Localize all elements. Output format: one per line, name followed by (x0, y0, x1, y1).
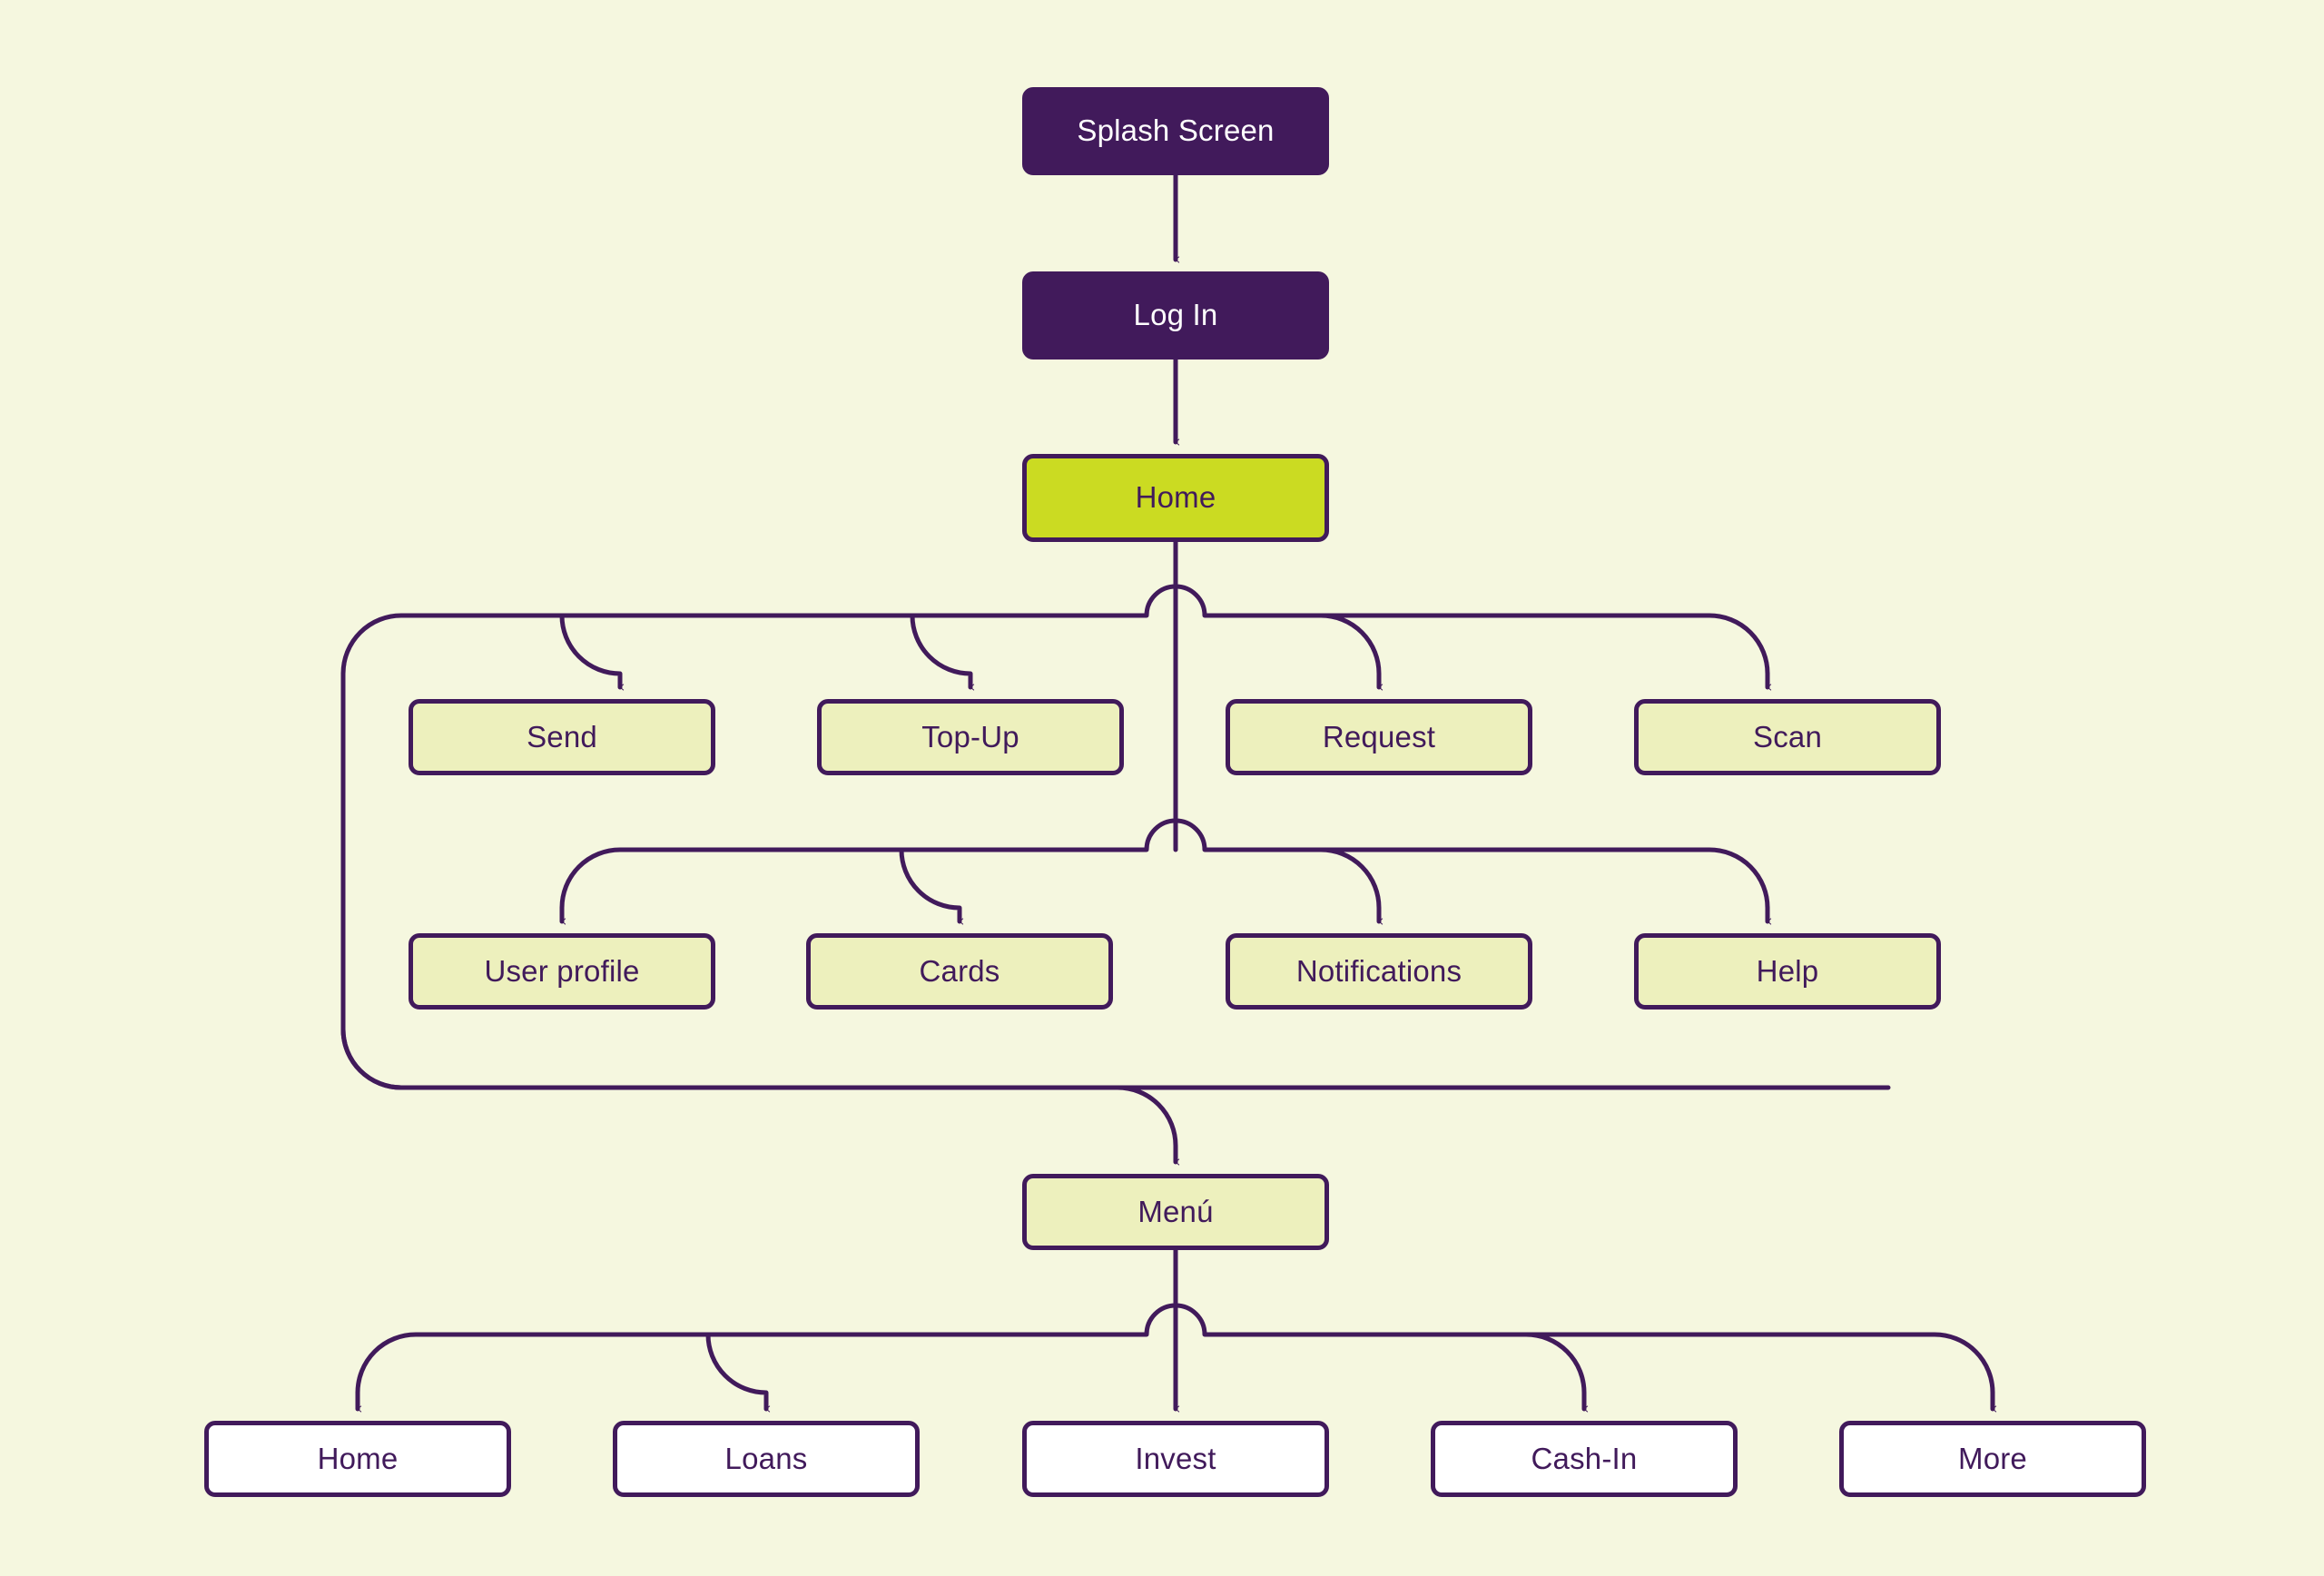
edge-home-bus-row1 (340, 584, 1770, 676)
edge-home-to-topup (910, 613, 975, 691)
node-nav-loans[interactable]: Loans (613, 1421, 920, 1497)
node-nav-home[interactable]: Home (204, 1421, 511, 1497)
node-top-up[interactable]: Top-Up (817, 699, 1124, 775)
node-scan[interactable]: Scan (1634, 699, 1941, 775)
node-log-in[interactable]: Log In (1022, 271, 1329, 360)
node-nav-more[interactable]: More (1839, 1421, 2146, 1497)
edge-menu-to-nav-loans (705, 1332, 771, 1413)
node-help[interactable]: Help (1634, 933, 1941, 1010)
node-request[interactable]: Request (1226, 699, 1532, 775)
node-notifications[interactable]: Notifications (1226, 933, 1532, 1010)
node-nav-invest[interactable]: Invest (1022, 1421, 1329, 1497)
node-menu[interactable]: Menú (1022, 1174, 1329, 1250)
edge-home-to-request (1318, 613, 1384, 691)
edge-menu-bus (355, 1303, 1995, 1395)
edge-home-to-send (559, 613, 625, 691)
node-nav-cash-in[interactable]: Cash-In (1431, 1421, 1738, 1497)
node-splash-screen[interactable]: Splash Screen (1022, 87, 1329, 175)
node-cards[interactable]: Cards (806, 933, 1113, 1010)
node-home[interactable]: Home (1022, 454, 1329, 542)
node-send[interactable]: Send (409, 699, 715, 775)
node-user-profile[interactable]: User profile (409, 933, 715, 1010)
edge-menu-to-nav-cashin (1523, 1332, 1589, 1413)
edge-home-to-notifications (1318, 847, 1384, 925)
edge-home-bus-row2 (559, 818, 1770, 911)
edge-home-to-cards (899, 847, 964, 925)
